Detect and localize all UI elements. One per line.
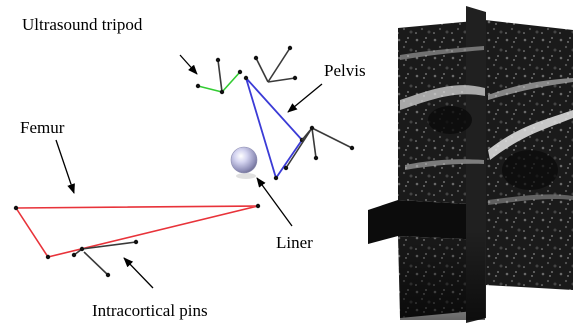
ultrasound-tripod-marker <box>196 58 242 94</box>
tripod-node <box>196 84 200 88</box>
label-intracortical-pins: Intracortical pins <box>92 301 208 320</box>
tripod-node <box>238 70 242 74</box>
liner-sphere-icon <box>231 147 257 179</box>
intracortical-pins <box>72 240 138 277</box>
label-ultrasound-tripod: Ultrasound tripod <box>22 15 143 34</box>
tripod-node <box>216 58 220 62</box>
pelvis-arrow <box>288 84 322 112</box>
pins-arrow <box>124 258 153 288</box>
tripod-green-leg <box>222 72 240 92</box>
tripod-gray-leg <box>218 60 222 92</box>
ultrasound-volume-image <box>368 6 573 323</box>
liner-arrow <box>257 178 292 226</box>
femur-triangle <box>14 204 260 259</box>
label-pelvis: Pelvis <box>324 61 366 80</box>
label-liner: Liner <box>276 233 313 252</box>
tripod-green-leg <box>198 86 222 92</box>
tripod-node <box>220 90 224 94</box>
tripod-arrow <box>180 55 197 74</box>
label-femur: Femur <box>20 118 65 137</box>
femur-arrow <box>56 140 74 193</box>
pelvis-upper-pins <box>254 46 297 82</box>
